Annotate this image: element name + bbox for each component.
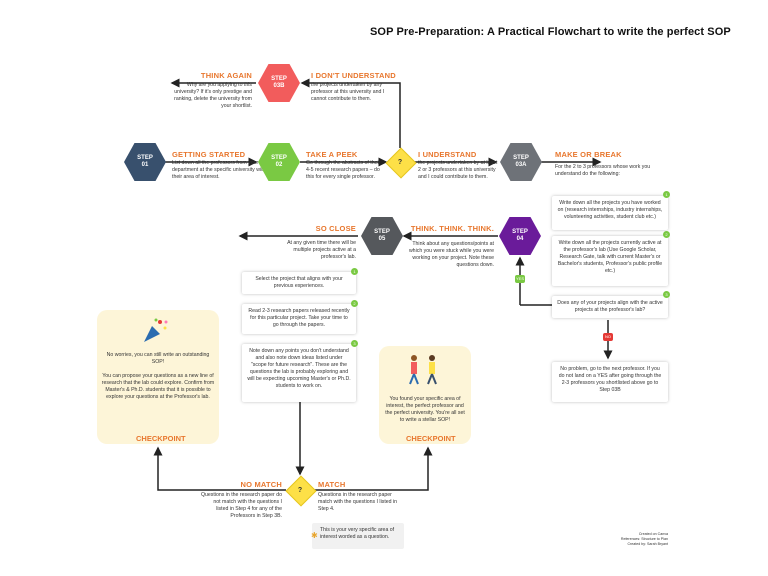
text-i-understand: the projects undertaken by at least 2 or… — [418, 160, 498, 180]
right-card-1-number: 1 — [663, 191, 670, 198]
text-match: Questions in the research paper match wi… — [318, 492, 398, 512]
checkpoint-left-label: CHECKPOINT — [136, 434, 186, 443]
heading-no-match: NO MATCH — [240, 480, 282, 489]
right-card-1: Write down all the projects you have wor… — [552, 196, 668, 230]
heading-make-or-break: MAKE OR BREAK — [555, 150, 622, 159]
step-05-label: STEP — [374, 229, 390, 235]
middle-card-1: Select the project that aligns with your… — [242, 272, 356, 294]
middle-card-2: Read 2-3 research papers released recent… — [242, 304, 356, 334]
decision-1-mark: ? — [397, 158, 403, 166]
credit-line-2: References: Structure to Plan — [620, 537, 668, 541]
heading-think-again: THINK AGAIN — [200, 71, 252, 80]
step-03b-hexagon: STEP 03B — [258, 64, 300, 102]
step-03b-label: STEP — [271, 76, 287, 82]
step-01-number: 01 — [141, 162, 149, 168]
middle-card-3-text: Note down any points you don't understan… — [247, 348, 351, 389]
checkpoint-right-box — [379, 346, 471, 444]
heading-take-a-peek: TAKE A PEEK — [306, 150, 358, 159]
right-card-2: Write down all the projects currently ac… — [552, 236, 668, 286]
right-card-3-number: 3 — [663, 291, 670, 298]
middle-card-2-number: 2 — [351, 300, 358, 307]
credit-line-1: Created on Canva — [638, 532, 668, 536]
right-card-3: Does any of your projects align with the… — [552, 296, 668, 318]
celebrating-people-icon — [409, 355, 437, 385]
text-i-dont-understand: the projects undertaken by any professor… — [311, 82, 385, 102]
heading-so-close: SO CLOSE — [315, 224, 356, 233]
step-01-label: STEP — [137, 155, 153, 161]
step-03b-number: 03B — [273, 83, 285, 89]
middle-card-1-text: Select the project that aligns with your… — [255, 276, 343, 289]
middle-card-3: Note down any points you don't understan… — [242, 344, 356, 402]
heading-i-dont-understand: I DON'T UNDERSTAND — [311, 71, 396, 80]
text-getting-started: List down all the professors from your d… — [172, 160, 266, 180]
middle-card-3-number: 3 — [351, 340, 358, 347]
text-make-or-break: For the 2 to 3 professors whose work you… — [555, 164, 651, 177]
credit-line-3: Created by: Sarah Bryant — [627, 542, 668, 546]
heading-i-understand: I UNDERSTAND — [418, 150, 477, 159]
checkpoint-left-text: No worries, you can still write an outst… — [101, 352, 215, 400]
tip-text: This is your very specific area of inter… — [320, 527, 395, 540]
middle-card-2-text: Read 2-3 research papers released recent… — [248, 308, 350, 328]
text-think-again: Why are you applying to this university?… — [174, 82, 252, 109]
no-problem-text: No problem, go to the next professor. If… — [558, 366, 662, 393]
right-card-2-number: 2 — [663, 231, 670, 238]
page-title: SOP Pre-Preparation: A Practical Flowcha… — [370, 26, 731, 38]
no-problem-card: No problem, go to the next professor. If… — [552, 362, 668, 402]
step-04-number: 04 — [516, 236, 524, 242]
text-so-close: At any given time there will be multiple… — [287, 240, 356, 260]
text-no-match: Questions in the research paper do not m… — [200, 492, 282, 519]
text-think: Think about any questions/points at whic… — [408, 241, 494, 268]
heading-getting-started: GETTING STARTED — [172, 150, 246, 159]
checkpoint-right-label: CHECKPOINT — [406, 434, 456, 443]
right-card-3-text: Does any of your projects align with the… — [557, 300, 663, 313]
step-03a-label: STEP — [513, 155, 529, 161]
right-card-1-text: Write down all the projects you have wor… — [557, 200, 663, 220]
text-take-a-peek: Go through the abstracts of their 4-5 re… — [306, 160, 381, 180]
middle-card-1-number: 1 — [351, 268, 358, 275]
step-05-number: 05 — [378, 236, 386, 242]
party-popper-icon — [144, 318, 168, 342]
tip-card: This is your very specific area of inter… — [312, 523, 404, 549]
step-03a-number: 03A — [515, 162, 527, 168]
step-04-label: STEP — [512, 229, 528, 235]
decision-2-mark: ? — [297, 486, 303, 494]
checkpoint-right-text: You found your specific area of interest… — [385, 396, 465, 423]
lightbulb-icon: ✱ — [311, 531, 318, 540]
heading-match: MATCH — [318, 480, 346, 489]
heading-think: THINK. THINK. THINK. — [410, 224, 494, 233]
step-02-number: 02 — [275, 162, 283, 168]
right-card-2-text: Write down all the projects currently ac… — [557, 240, 663, 274]
step-02-label: STEP — [271, 155, 287, 161]
no-tag: NO — [603, 333, 613, 341]
yes-tag: YES — [515, 275, 525, 283]
